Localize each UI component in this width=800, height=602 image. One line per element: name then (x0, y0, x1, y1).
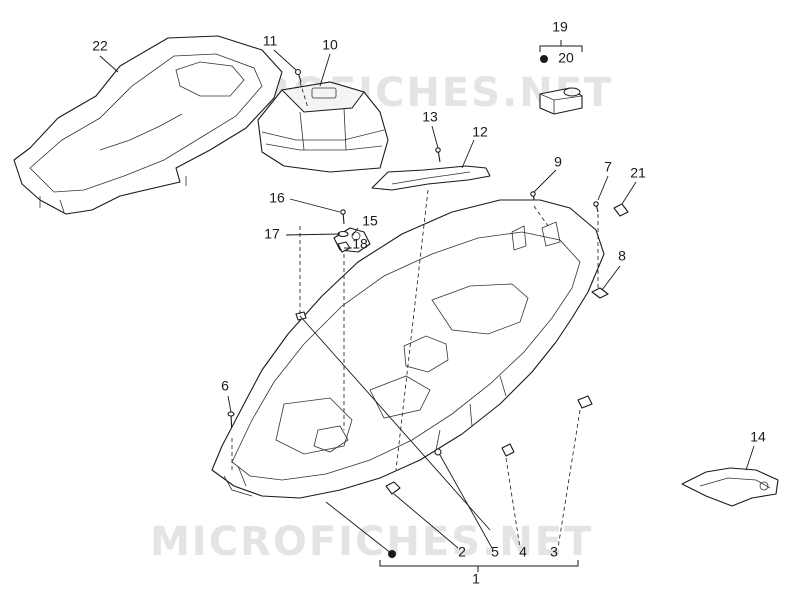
callout-21: 21 (630, 165, 646, 181)
watermark-bottom: MICROFICHES.NET (150, 519, 593, 565)
callout-15: 15 (362, 213, 378, 229)
callout-17: 17 (264, 226, 280, 242)
part-16-screw (340, 209, 346, 225)
callout-1: 1 (472, 571, 480, 587)
callout-20: 20 (558, 50, 574, 66)
part-14-pad (681, 467, 779, 507)
callout-18: 18 (352, 236, 368, 252)
callout-14: 14 (750, 429, 766, 445)
callout-12: 12 (472, 124, 488, 140)
part-misc-clip (295, 311, 307, 321)
bracket-1 (379, 560, 579, 572)
callout-3: 3 (550, 544, 558, 560)
callout-2: 2 (458, 544, 466, 560)
part-7-screw (593, 201, 599, 213)
callout-11: 11 (263, 33, 278, 49)
dot-19 (540, 55, 548, 63)
callout-5: 5 (491, 544, 499, 560)
callout-13: 13 (422, 109, 438, 125)
callout-7: 7 (604, 159, 612, 175)
part-21-clip (613, 203, 629, 217)
part-10-box (257, 81, 389, 173)
callout-19: 19 (552, 19, 568, 35)
part-3-clip (577, 395, 593, 409)
part-20-block (539, 87, 583, 115)
callout-8: 8 (618, 248, 626, 264)
part-8-clip (591, 287, 609, 299)
part-13-screw (435, 147, 441, 163)
part-1-compartment (211, 199, 605, 499)
part-2-clip (385, 481, 401, 495)
callout-4: 4 (519, 544, 527, 560)
bracket-19 (539, 40, 583, 52)
part-11-screw (294, 68, 302, 83)
callout-9: 9 (554, 154, 562, 170)
part-22-liner (13, 35, 283, 215)
callout-22: 22 (92, 38, 108, 54)
callout-6: 6 (221, 378, 229, 394)
leader-lines (99, 49, 755, 555)
part-12-bracket (371, 165, 491, 191)
part-5-hole (434, 448, 442, 456)
part-4-clip (501, 443, 515, 457)
callout-16: 16 (269, 190, 285, 206)
dot-1 (388, 550, 396, 558)
callout-10: 10 (322, 37, 338, 53)
